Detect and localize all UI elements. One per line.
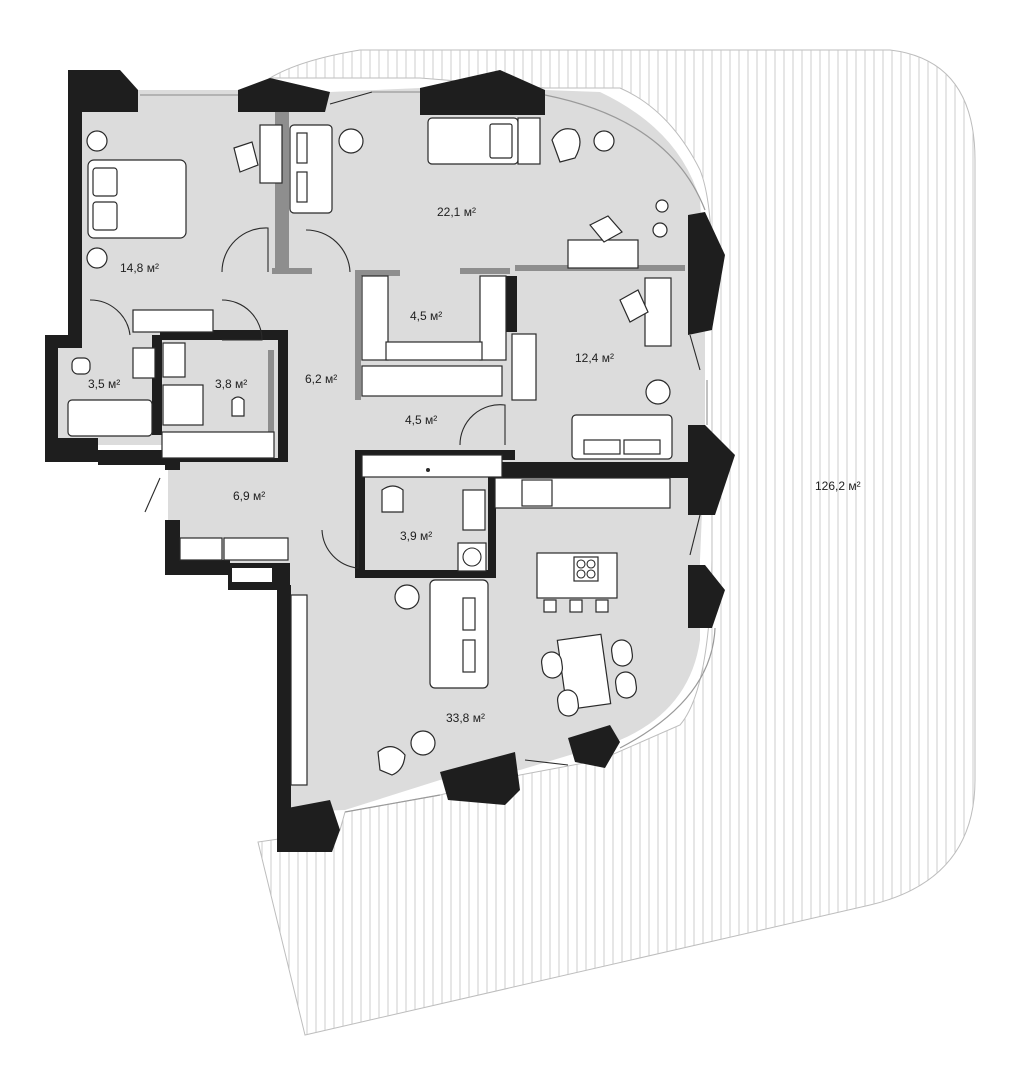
room-area-terrace: 126,2 м² [815, 479, 861, 493]
windows [140, 91, 716, 813]
study-furniture [571, 277, 673, 460]
bathrooms [67, 342, 503, 572]
room-area-corridor: 6,2 м² [305, 372, 337, 386]
room-area-study: 12,4 м² [575, 351, 614, 365]
kitchen-living-furniture [290, 477, 671, 786]
room-area-bathroom-3: 3,9 м² [400, 529, 432, 543]
bedroom-1-furniture [86, 124, 283, 333]
room-area-bedroom-2: 22,1 м² [437, 205, 476, 219]
closets [361, 275, 537, 401]
room-area-closet-1: 4,5 м² [410, 309, 442, 323]
room-area-hall: 6,9 м² [233, 489, 265, 503]
doors [89, 91, 701, 766]
hall-furniture [179, 537, 289, 561]
room-area-bathroom-2: 3,8 м² [215, 377, 247, 391]
bedroom-2-furniture [289, 117, 669, 269]
room-area-bedroom-1: 14,8 м² [120, 261, 159, 275]
outer-walls [45, 70, 735, 852]
room-area-closet-2: 4,5 м² [405, 413, 437, 427]
room-area-living-kitchen: 33,8 м² [446, 711, 485, 725]
room-area-bathroom-1: 3,5 м² [88, 377, 120, 391]
apartment-floor [45, 70, 705, 812]
